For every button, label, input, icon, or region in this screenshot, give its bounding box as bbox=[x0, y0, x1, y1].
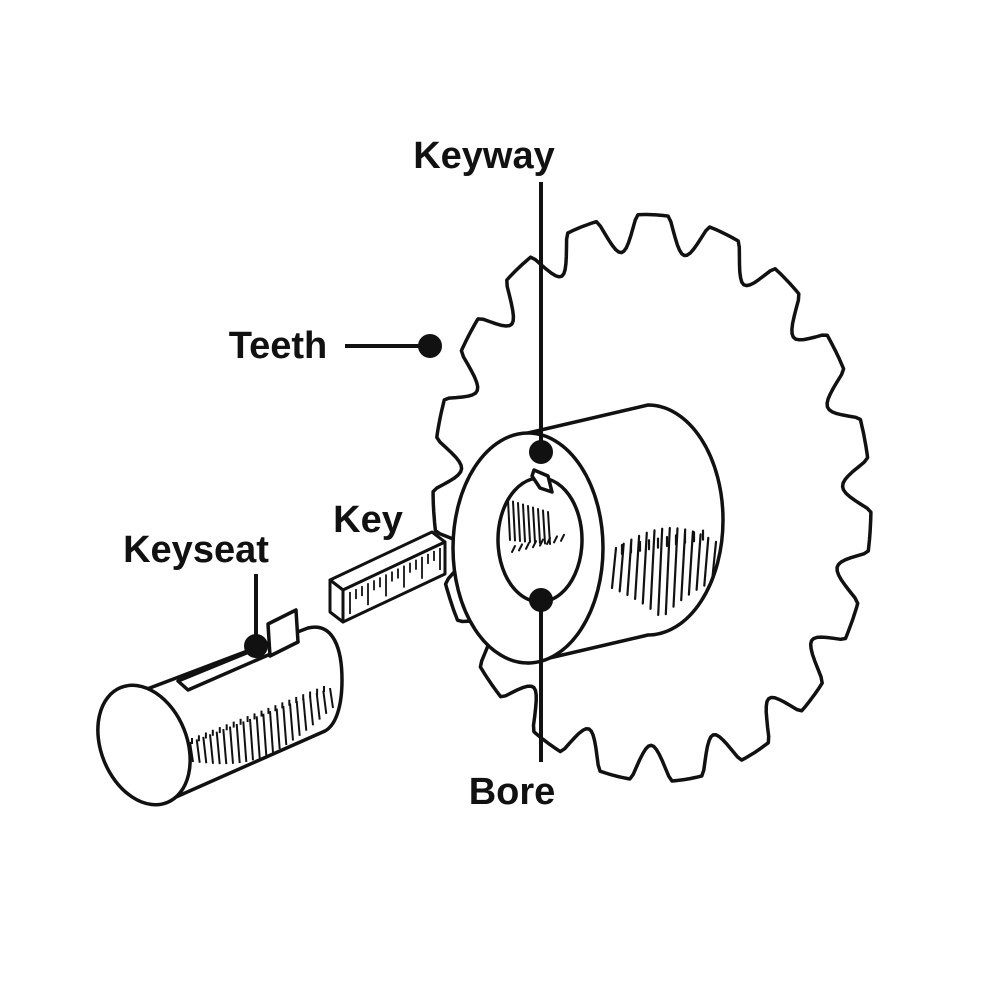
hatch-line bbox=[522, 503, 526, 543]
key bbox=[328, 530, 447, 624]
bore-label: Bore bbox=[469, 771, 556, 813]
hatch-line bbox=[649, 529, 656, 610]
hatch-line bbox=[511, 545, 516, 553]
hub-hatching bbox=[610, 526, 718, 617]
hatch-line bbox=[222, 729, 228, 765]
hatch-line bbox=[275, 708, 281, 750]
hatch-line bbox=[560, 533, 565, 542]
teeth-label: Teeth bbox=[229, 325, 328, 367]
hatch-line bbox=[633, 534, 641, 601]
hatch-line bbox=[695, 533, 702, 591]
hatch-line bbox=[546, 537, 551, 545]
hatch-line bbox=[507, 499, 511, 541]
hatch-line bbox=[641, 531, 648, 605]
keyway-dot bbox=[529, 440, 553, 464]
callouts bbox=[244, 182, 553, 762]
hatch-line bbox=[322, 690, 328, 715]
hatch-line bbox=[309, 695, 314, 726]
hatch-line bbox=[657, 527, 664, 617]
hatch-line bbox=[209, 734, 214, 764]
hatch-line bbox=[512, 500, 516, 542]
hatch-line bbox=[664, 526, 671, 616]
hatch-line bbox=[542, 509, 546, 545]
teeth-dot bbox=[418, 334, 442, 358]
hatch-line bbox=[553, 535, 558, 544]
keyseat-label: Keyseat bbox=[123, 529, 269, 571]
hatch-line bbox=[539, 538, 544, 547]
shaft-hatching bbox=[189, 686, 334, 765]
hatch-line bbox=[525, 541, 530, 550]
hatch-line bbox=[195, 739, 201, 763]
hatch-line bbox=[249, 718, 254, 761]
key-label: Key bbox=[333, 499, 403, 541]
hatch-line bbox=[329, 687, 334, 709]
hatch-line bbox=[202, 736, 208, 764]
hatch-line bbox=[262, 713, 268, 756]
hatch-line bbox=[532, 506, 536, 544]
hatch-line bbox=[235, 723, 241, 764]
hatch-line bbox=[242, 721, 248, 762]
hatch-line bbox=[189, 741, 194, 763]
labels: Keyway Teeth Key Keyseat Bore bbox=[123, 135, 555, 813]
keyseat-slot-inner bbox=[266, 608, 300, 658]
hatch-line bbox=[295, 700, 301, 736]
hatch-line bbox=[710, 540, 718, 583]
hatch-line bbox=[537, 508, 541, 544]
hatch-line bbox=[532, 540, 537, 549]
shaft-end-face bbox=[96, 683, 192, 807]
hatch-line bbox=[687, 530, 695, 596]
key-hatching bbox=[349, 548, 441, 614]
bore-dot bbox=[529, 588, 553, 612]
hatch-line bbox=[518, 543, 523, 552]
sprocket bbox=[431, 212, 873, 783]
hatch-line bbox=[703, 536, 710, 587]
hatch-line bbox=[302, 698, 308, 731]
hatch-line bbox=[255, 716, 261, 759]
hatch-line bbox=[289, 703, 294, 741]
shaft bbox=[96, 608, 344, 807]
hatch-line bbox=[282, 705, 288, 746]
bore-hatching bbox=[507, 499, 565, 553]
hatch-line bbox=[269, 711, 274, 753]
hatch-line bbox=[527, 505, 531, 543]
keyseat-dot bbox=[244, 634, 268, 658]
hatch-line bbox=[229, 726, 234, 764]
keyway-notch bbox=[530, 468, 554, 494]
hatch-line bbox=[315, 692, 321, 720]
hatch-line bbox=[610, 546, 618, 590]
hatch-line bbox=[215, 731, 221, 765]
hatch-line bbox=[517, 502, 521, 542]
keyway-label: Keyway bbox=[413, 135, 555, 177]
